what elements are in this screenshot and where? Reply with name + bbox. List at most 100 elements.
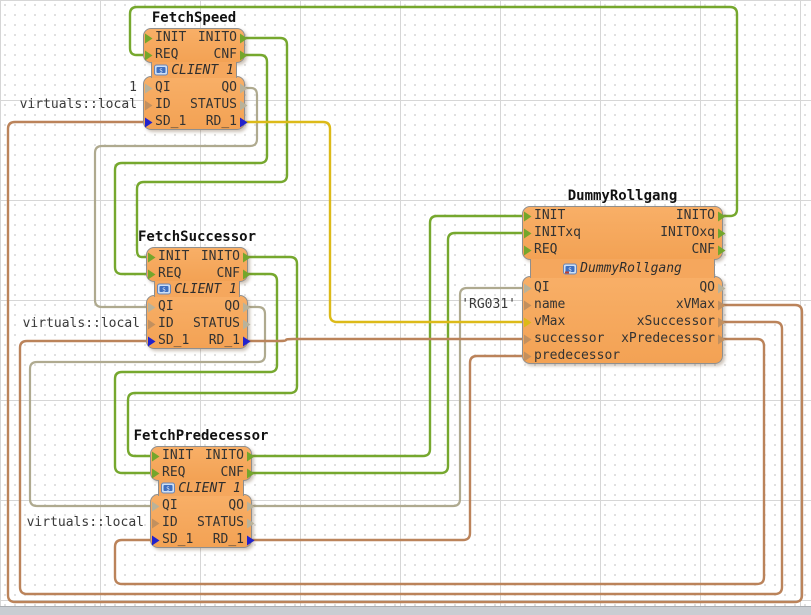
pin-FetchPredecessor-STATUS[interactable]: STATUS (197, 515, 255, 531)
pin-DummyRollgang-INITO[interactable]: INITO (676, 208, 726, 224)
pin-FetchSuccessor-REQ[interactable]: REQ (147, 266, 181, 282)
pin-FetchSpeed-INITO[interactable]: INITO (198, 30, 248, 46)
connection-FetchSuccessor.QO-to-FetchPredecessor.QI[interactable] (28, 305, 267, 508)
pin-DummyRollgang-name[interactable]: name (523, 297, 565, 313)
pin-label: QI (162, 498, 178, 513)
data-pin-row-QI: QI (143, 80, 245, 96)
pin-FetchPredecessor-CNF[interactable]: CNF (221, 465, 255, 481)
pin-FetchSuccessor-QO[interactable]: QO (224, 299, 251, 315)
pin-FetchSuccessor-RD_1[interactable]: RD_1 (209, 333, 251, 349)
connection-FetchSpeed.RD_1-to-DummyRollgang.vMax[interactable] (245, 120, 522, 324)
data-pin-row-RD_1: RD_1 (146, 333, 251, 349)
data-pin-row-QO: QO (146, 299, 251, 315)
pin-DummyRollgang-CNF[interactable]: CNF (692, 242, 726, 258)
connection-DummyRollgang.INITO-to-FetchSpeed.REQ[interactable] (128, 5, 739, 218)
pin-arrow-icon (524, 245, 532, 255)
pin-DummyRollgang-QO[interactable]: QO (699, 280, 726, 296)
input-value-FetchPredecessor-ID[interactable]: virtuals::local (26, 515, 144, 530)
input-value-FetchSuccessor-ID[interactable]: virtuals::local (22, 316, 140, 331)
connection-FetchPredecessor.CNF-to-DummyRollgang.INITxq[interactable] (252, 231, 522, 475)
connection-FetchSpeed.INITO-to-FetchSuccessor.INIT[interactable] (135, 36, 289, 259)
data-pin-row-QI: QI (150, 498, 252, 514)
fb-instance-name-DummyRollgang[interactable]: DummyRollgang (567, 188, 678, 204)
pin-FetchPredecessor-QO[interactable]: QO (228, 498, 255, 514)
horizontal-scrollbar[interactable] (0, 606, 811, 615)
pin-label: SD_1 (158, 333, 190, 348)
pin-FetchPredecessor-QI[interactable]: QI (151, 498, 178, 514)
pin-label: CNF (213, 47, 237, 62)
data-pin-row-QO: QO (150, 498, 255, 514)
connection-DummyRollgang.xVMax-to-FetchSpeed.SD_1[interactable] (6, 120, 804, 604)
pin-FetchPredecessor-INITO[interactable]: INITO (205, 448, 255, 464)
data-pin-row-ID: ID (150, 515, 252, 531)
pin-DummyRollgang-xPredecessor[interactable]: xPredecessor (621, 331, 726, 347)
pin-FetchSpeed-ID[interactable]: ID (144, 97, 171, 113)
pin-FetchSuccessor-STATUS[interactable]: STATUS (193, 316, 251, 332)
pin-FetchSpeed-RD_1[interactable]: RD_1 (206, 114, 248, 130)
pin-DummyRollgang-vMax[interactable]: vMax (523, 314, 565, 330)
pin-arrow-icon (145, 33, 153, 43)
pin-DummyRollgang-INIT[interactable]: INIT (523, 208, 565, 224)
input-value-DummyRollgang-name[interactable]: 'RG031' (461, 297, 516, 312)
pin-FetchSuccessor-INIT[interactable]: INIT (147, 249, 189, 265)
pin-FetchPredecessor-SD_1[interactable]: SD_1 (151, 532, 193, 548)
pin-FetchSpeed-CNF[interactable]: CNF (214, 47, 248, 63)
pin-FetchSpeed-SD_1[interactable]: SD_1 (144, 114, 186, 130)
event-pin-row-INIT: INIT (146, 249, 248, 265)
pin-FetchPredecessor-REQ[interactable]: REQ (151, 465, 185, 481)
pin-FetchSpeed-REQ[interactable]: REQ (144, 47, 178, 63)
pin-arrow-icon (247, 468, 255, 478)
pin-FetchSpeed-QI[interactable]: QI (144, 80, 171, 96)
connection-DummyRollgang.xPredecessor-to-FetchPredecessor.SD_1[interactable] (113, 337, 766, 586)
pin-FetchSuccessor-ID[interactable]: ID (147, 316, 174, 332)
connection-DummyRollgang.xSuccessor-to-FetchSuccessor.SD_1[interactable] (18, 320, 784, 596)
event-pin-row-INITxq: INITxq (522, 225, 723, 241)
fb-instance-name-FetchSuccessor[interactable]: FetchSuccessor (137, 229, 257, 245)
pin-FetchSuccessor-QI[interactable]: QI (147, 299, 174, 315)
connection-FetchPredecessor.QO-to-DummyRollgang.QI[interactable] (252, 286, 522, 508)
fb-instance-name-FetchPredecessor[interactable]: FetchPredecessor (133, 428, 269, 444)
pin-DummyRollgang-INITxq[interactable]: INITxq (523, 225, 581, 241)
event-pin-row-REQ: REQ (150, 465, 252, 481)
fb-event-section (143, 28, 245, 63)
pin-FetchSpeed-STATUS[interactable]: STATUS (190, 97, 248, 113)
pin-DummyRollgang-QI[interactable]: QI (523, 280, 550, 296)
pin-label: SD_1 (155, 114, 187, 129)
input-value-FetchSpeed-ID[interactable]: virtuals::local (19, 97, 137, 112)
pin-DummyRollgang-successor[interactable]: successor (523, 331, 604, 347)
pin-FetchSpeed-INIT[interactable]: INIT (144, 30, 186, 46)
pin-FetchSuccessor-INITO[interactable]: INITO (201, 249, 251, 265)
pin-FetchPredecessor-RD_1[interactable]: RD_1 (213, 532, 255, 548)
connection-FetchPredecessor.INITO-to-DummyRollgang.INIT[interactable] (252, 214, 522, 458)
data-pin-row-QI: QI (522, 280, 723, 296)
pin-DummyRollgang-xVMax[interactable]: xVMax (676, 297, 726, 313)
data-pin-row-name: name (522, 297, 723, 313)
input-value-FetchSpeed-QI[interactable]: 1 (129, 80, 137, 95)
connection-FetchPredecessor.RD_1-to-DummyRollgang.predecessor[interactable] (252, 354, 522, 542)
pin-FetchPredecessor-ID[interactable]: ID (151, 515, 178, 531)
client-fb-icon: S (157, 283, 172, 295)
pin-DummyRollgang-REQ[interactable]: REQ (523, 242, 557, 258)
pin-DummyRollgang-predecessor[interactable]: predecessor (523, 348, 620, 364)
connection-FetchSpeed.CNF-to-FetchSuccessor.REQ[interactable] (113, 53, 269, 276)
connection-FetchSuccessor.RD_1-to-DummyRollgang.successor[interactable] (248, 337, 522, 343)
connection-FetchSuccessor.CNF-to-FetchPredecessor.REQ[interactable] (113, 272, 279, 475)
pin-DummyRollgang-INITOxq[interactable]: INITOxq (660, 225, 726, 241)
pin-arrow-icon (152, 451, 160, 461)
connection-FetchSuccessor.INITO-to-FetchPredecessor.INIT[interactable] (126, 255, 299, 458)
pin-FetchSuccessor-SD_1[interactable]: SD_1 (147, 333, 189, 349)
pin-DummyRollgang-xSuccessor[interactable]: xSuccessor (637, 314, 726, 330)
pin-FetchSuccessor-CNF[interactable]: CNF (217, 266, 251, 282)
connection-FetchSpeed.QO-to-FetchSuccessor.QI[interactable] (93, 86, 259, 309)
fb-instance-name-FetchSpeed[interactable]: FetchSpeed (151, 10, 237, 26)
pin-FetchPredecessor-INIT[interactable]: INIT (151, 448, 193, 464)
pin-label: QO (699, 280, 715, 295)
pin-FetchSpeed-QO[interactable]: QO (221, 80, 248, 96)
pin-label: STATUS (193, 316, 240, 331)
